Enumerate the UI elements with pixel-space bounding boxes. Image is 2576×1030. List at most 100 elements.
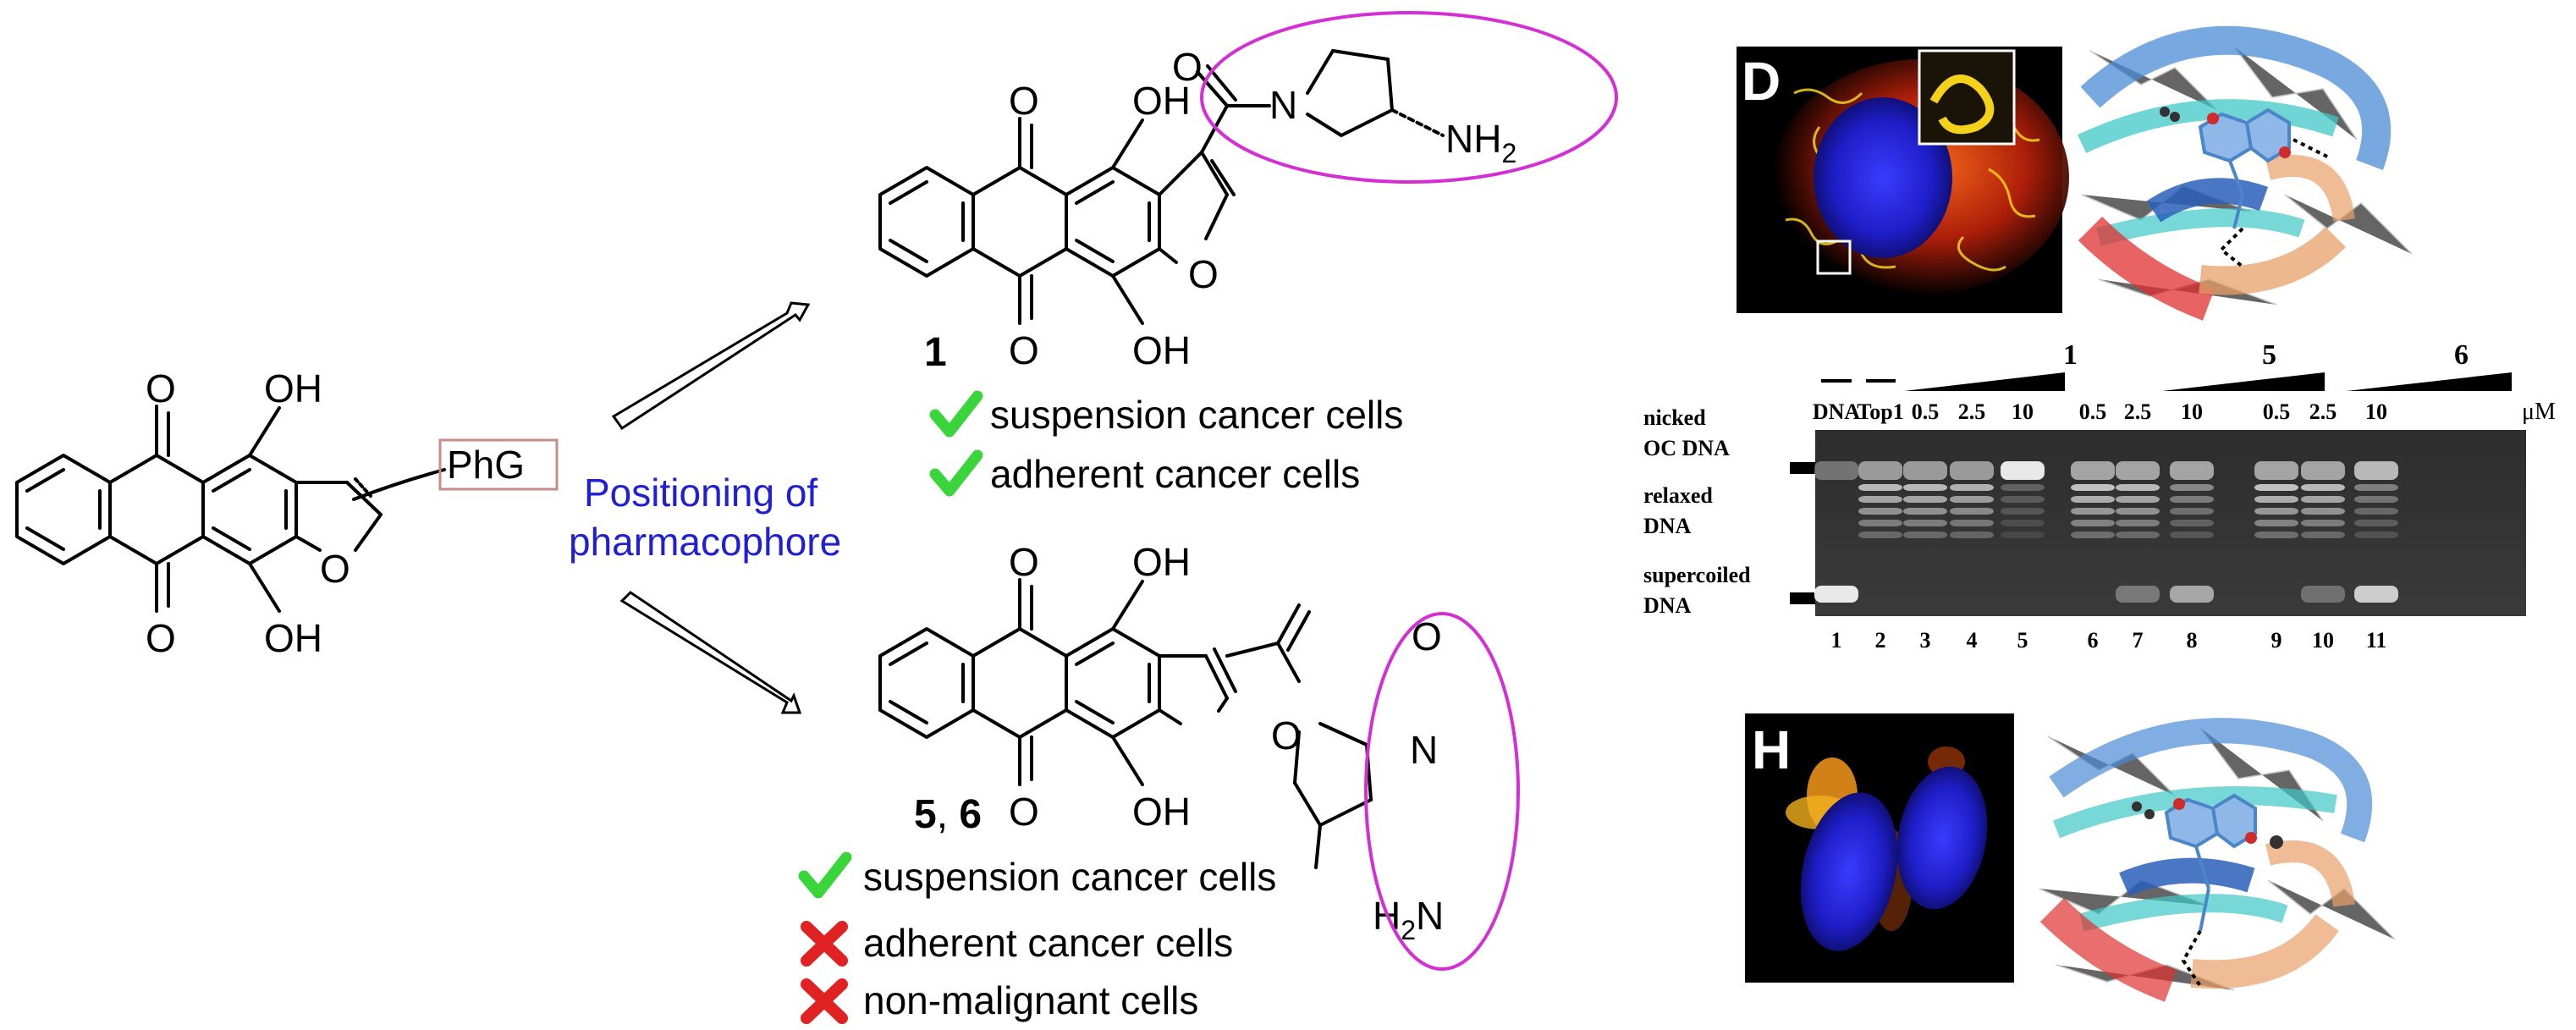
gel-band bbox=[1950, 496, 1994, 503]
gel-band bbox=[2354, 461, 2398, 480]
gel-lane-number: 2 bbox=[1875, 628, 1886, 653]
gel-lane-number: 4 bbox=[1967, 628, 1978, 653]
gel-band bbox=[1903, 508, 1947, 515]
c1-result-1: suspension cancer cells bbox=[929, 390, 1403, 438]
gel-wedge-1 bbox=[1904, 372, 2065, 391]
gel-band bbox=[2301, 461, 2345, 480]
arrow-down bbox=[619, 591, 802, 714]
gel-band bbox=[2071, 508, 2115, 515]
c56-result-1: suspension cancer cells bbox=[798, 851, 1276, 899]
gel-group-1: 1 bbox=[2063, 339, 2078, 371]
c1-result-2: adherent cancer cells bbox=[929, 449, 1360, 497]
gel-band bbox=[1950, 520, 1994, 526]
gel-band bbox=[2354, 496, 2398, 503]
arrow-up bbox=[611, 301, 811, 431]
gel-band bbox=[2116, 586, 2160, 603]
gel-band bbox=[1950, 508, 1994, 515]
gel-band bbox=[2170, 520, 2214, 526]
check-icon bbox=[929, 449, 983, 497]
gel-band bbox=[2301, 508, 2345, 515]
gel-band bbox=[2170, 532, 2214, 538]
gel-band bbox=[1858, 532, 1902, 538]
gel-band bbox=[1950, 532, 1994, 538]
gel-bands bbox=[1814, 461, 2398, 603]
nucleus bbox=[1814, 97, 1952, 258]
gel-lane-header: 2.5 bbox=[2309, 399, 2337, 424]
gel-lane-header: 10 bbox=[2012, 399, 2034, 424]
check-icon bbox=[798, 851, 852, 899]
gel-band bbox=[2001, 496, 2045, 503]
gel-band bbox=[1903, 496, 1947, 503]
gel-unit: μM bbox=[2522, 399, 2556, 425]
gel-band bbox=[2354, 508, 2398, 515]
gel-band bbox=[1950, 484, 1994, 491]
scaffold-substituent: PhG bbox=[447, 443, 525, 487]
c1-furan-o: O bbox=[1188, 252, 1219, 296]
gel-label-supercoiled-1: supercoiled bbox=[1643, 563, 1751, 587]
gel-band bbox=[2254, 508, 2298, 515]
gel-band bbox=[1814, 586, 1858, 603]
gel-band bbox=[1858, 508, 1902, 515]
gel-group-5: 5 bbox=[2262, 339, 2276, 371]
gel-band bbox=[2254, 496, 2298, 503]
gel-band bbox=[2254, 520, 2298, 526]
gel-band bbox=[2071, 532, 2115, 538]
gel-band bbox=[2116, 508, 2160, 515]
gel-band bbox=[2071, 496, 2115, 503]
scaffold-furan-o: O bbox=[320, 547, 350, 591]
gel-lane-header: 0.5 bbox=[2263, 399, 2291, 424]
gel-lane-number: 7 bbox=[2133, 628, 2144, 653]
compound-1-structure bbox=[878, 49, 1445, 325]
gel-image bbox=[1815, 430, 2526, 616]
gel-band bbox=[2254, 532, 2298, 538]
gel-band bbox=[1858, 461, 1902, 480]
gel-band bbox=[1858, 520, 1902, 526]
microscopy-panel-h: H bbox=[1745, 713, 2014, 983]
gel-band bbox=[2071, 484, 2115, 491]
compound-56-structure bbox=[878, 578, 1373, 869]
c56-result-3-text: non-malignant cells bbox=[863, 978, 1198, 1022]
c1-oh-top: OH bbox=[1132, 79, 1191, 123]
check-icon bbox=[929, 390, 983, 438]
c1-result-2-text: adherent cancer cells bbox=[990, 452, 1360, 496]
gel-band bbox=[2301, 520, 2345, 526]
gel-lane-header: 10 bbox=[2181, 399, 2203, 424]
c1-pharmacophore-ellipse bbox=[1200, 11, 1618, 184]
gel-band bbox=[2116, 461, 2160, 480]
gel-label-nicked-2: OC DNA bbox=[1643, 436, 1730, 460]
scaffold-oh-bottom: OH bbox=[264, 616, 322, 660]
nucleus bbox=[1896, 766, 1988, 910]
c1-carbonyl-bottom: O bbox=[1009, 328, 1039, 372]
gel-lane-header: 0.5 bbox=[1912, 399, 1940, 424]
scaffold-carbonyl-top: O bbox=[146, 366, 176, 410]
gel-wedge-5 bbox=[2162, 372, 2325, 391]
gel-lane-number: 6 bbox=[2088, 628, 2099, 653]
gel-band bbox=[2116, 484, 2160, 491]
gel-band bbox=[1858, 484, 1902, 491]
compound-56-label: 5, 6 bbox=[914, 792, 982, 837]
gel-lane-header: 10 bbox=[2365, 399, 2387, 424]
gel-wedge-6 bbox=[2347, 372, 2512, 391]
gel-lane-header: Top1 bbox=[1857, 399, 1903, 424]
gel-band bbox=[1950, 461, 1994, 480]
scaffold-carbonyl-bottom: O bbox=[146, 616, 176, 660]
c1-result-1-text: suspension cancer cells bbox=[990, 393, 1403, 437]
gel-band bbox=[2354, 532, 2398, 538]
gel-band bbox=[2001, 520, 2045, 526]
gel-band bbox=[2116, 532, 2160, 538]
gel-band bbox=[1903, 484, 1947, 491]
gel-band bbox=[2001, 532, 2045, 538]
c56-result-2: adherent cancer cells bbox=[801, 921, 1233, 967]
gel-band bbox=[2354, 586, 2398, 603]
gel-band bbox=[1903, 532, 1947, 538]
c56-amide-o: O bbox=[1412, 614, 1442, 658]
gel-band bbox=[2301, 586, 2345, 603]
gel-lane-header: DNA bbox=[1813, 399, 1861, 424]
c1-amide-n: N bbox=[1269, 83, 1297, 127]
c56-carbonyl-bottom: O bbox=[1009, 790, 1039, 834]
gel-band bbox=[2170, 508, 2214, 515]
gel-band bbox=[2301, 496, 2345, 503]
gel-band bbox=[2354, 520, 2398, 526]
